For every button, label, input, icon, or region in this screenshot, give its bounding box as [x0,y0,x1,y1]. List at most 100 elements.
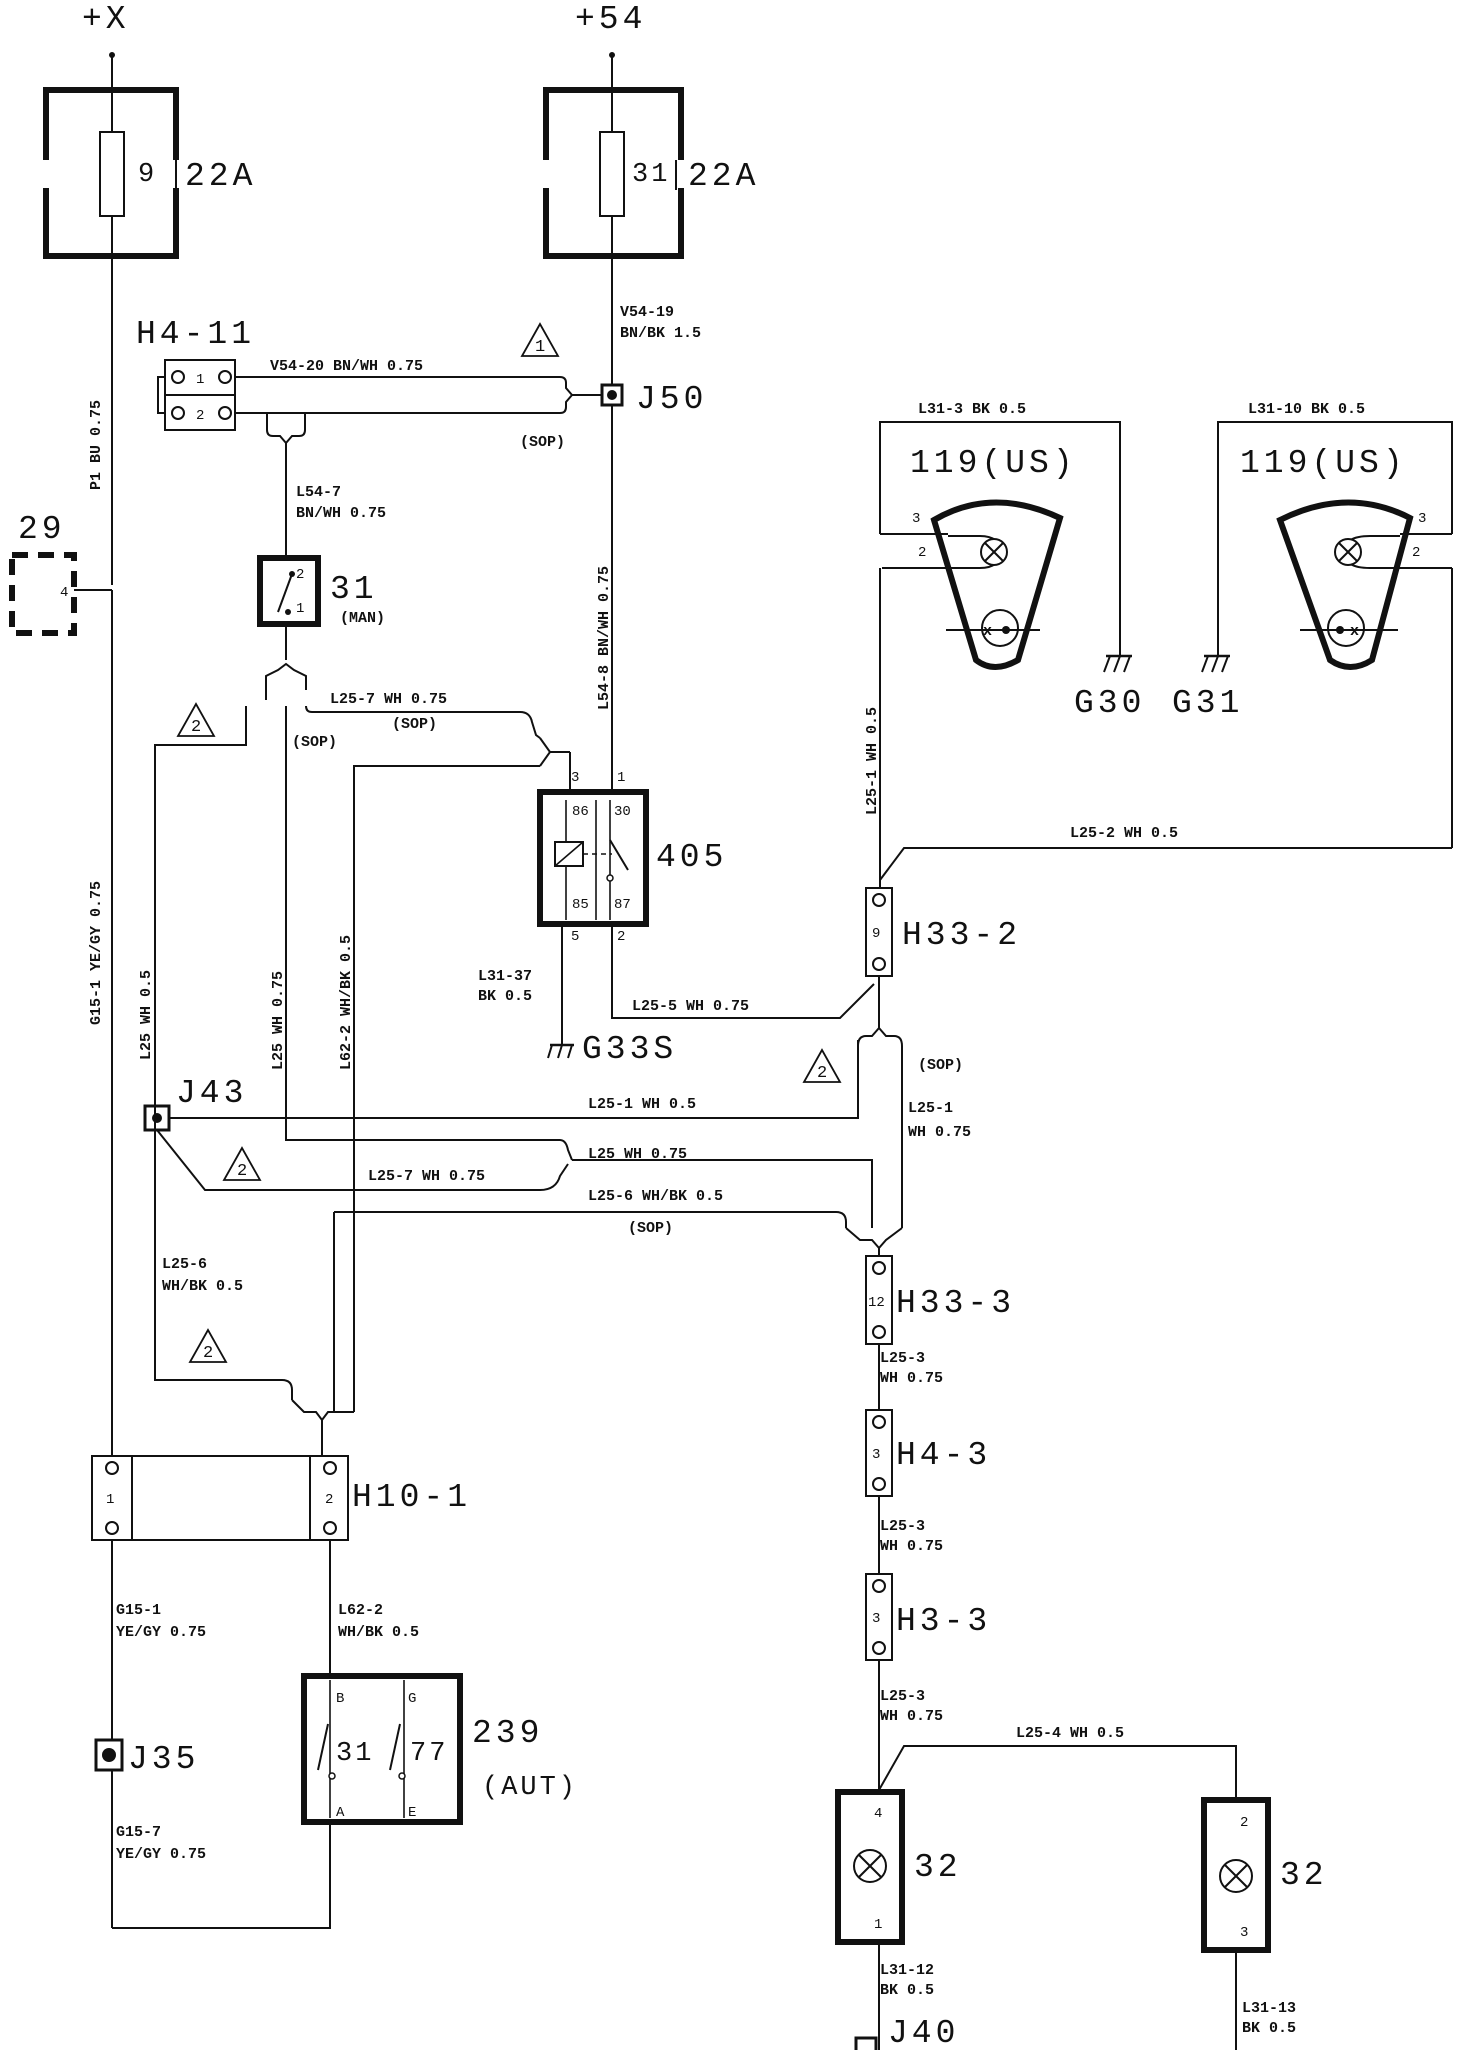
svg-text:3: 3 [872,1447,880,1463]
svg-text:1: 1 [106,1492,114,1508]
lamp-119-left: 119(US) 3 2 x [880,445,1073,670]
lamp-32-left: 4 1 32 [835,1789,962,1945]
svg-text:85: 85 [572,897,589,913]
wire-v54-20: V54-20 BN/WH 0.75 [270,358,423,375]
wire-l25-1-right-a: L25-1 [908,1100,953,1117]
svg-text:31: 31 [336,1739,374,1769]
svg-text:J40: J40 [888,2015,959,2050]
sop-j50: (SOP) [520,434,565,451]
wire-l62-2-a: L62-2 [338,1602,383,1619]
fuse-box-9: 9 22A [40,52,252,585]
note-triangle-2a: 2 [176,702,216,737]
svg-text:9: 9 [872,926,880,942]
switch-239: B G A E 31 77 239 (AUT) [301,1673,578,1825]
svg-text:B: B [336,1691,344,1707]
wire-l62-2-vertical: L62-2 WH/BK 0.5 [338,935,355,1070]
wire-l31-12-a: L31-12 [880,1962,934,1979]
svg-text:1: 1 [617,770,625,786]
wire-l54-7-a: L54-7 [296,484,341,501]
splice-j50: J50 [600,381,707,418]
wire-l25-1-vertical: L25-1 WH 0.5 [864,707,881,815]
wire-l25-4: L25-4 WH 0.5 [1016,1725,1124,1742]
wire-l54-7-b: BN/WH 0.75 [296,505,386,522]
sop-h33-2: (SOP) [918,1057,963,1074]
wire-l25-3-b-1: WH 0.75 [880,1370,943,1387]
svg-text:5: 5 [571,929,579,945]
svg-text:2: 2 [296,567,304,583]
sop-fork-left: (SOP) [292,734,337,751]
wire-l25-7-top: L25-7 WH 0.75 [330,691,447,708]
svg-text:12: 12 [868,1295,885,1311]
wire-l25-3-a-2: L25-3 [880,1518,925,1535]
svg-text:H33-3: H33-3 [896,1285,1015,1322]
wire-l31-12-b: BK 0.5 [880,1982,934,1999]
wire-l25-5: L25-5 WH 0.75 [632,998,749,1015]
wire-l25-1-horizontal: L25-1 WH 0.5 [588,1096,696,1113]
wire-l25-6-b: WH/BK 0.5 [162,1278,243,1295]
lamp-32-right: 2 3 32 [1201,1797,1328,1953]
svg-text:2: 2 [237,1162,247,1181]
svg-text:2: 2 [1412,545,1420,561]
wire-g15-1-b: YE/GY 0.75 [116,1624,206,1641]
svg-text:29: 29 [18,511,66,548]
svg-text:405: 405 [656,839,727,876]
wire-g15-7-a: G15-7 [116,1824,161,1841]
wire-l54-8: L54-8 BN/WH 0.75 [596,566,613,710]
connector-h33-3: 12 H33-3 [865,1255,1015,1345]
wire-l62-2-b: WH/BK 0.5 [338,1624,419,1641]
svg-text:(AUT): (AUT) [482,1773,578,1803]
wire-l25-left: L25 WH 0.5 [138,970,155,1060]
wire-l25-3-b-2: WH 0.75 [880,1538,943,1555]
svg-text:J50: J50 [636,381,707,418]
note-triangle-2b: 2 [802,1048,842,1083]
wire-g15-1-vertical: G15-1 YE/GY 0.75 [88,881,105,1025]
fuse9-number: 9 [138,160,157,190]
wire-l31-13-b: BK 0.5 [1242,2020,1296,2037]
wire-l25-6-horizontal: L25-6 WH/BK 0.5 [588,1188,723,1205]
svg-text:H4-3: H4-3 [896,1437,991,1474]
fuse-box-31: 31 22A [540,52,755,390]
switch-31: 2 1 31 (MAN) [257,555,385,627]
wire-l25-mid: L25 WH 0.75 [270,971,287,1070]
svg-text:1: 1 [196,372,204,388]
svg-text:x: x [983,623,992,640]
wire-l25-horizontal: L25 WH 0.75 [588,1146,687,1163]
wire-p1: P1 BU 0.75 [88,400,105,490]
svg-text:G33S: G33S [582,1031,677,1068]
svg-text:3: 3 [912,511,920,527]
connector-h3-3: 3 H3-3 [865,1573,987,1661]
svg-text:J35: J35 [128,1741,199,1778]
wire-l25-1-right-b: WH 0.75 [908,1124,971,1141]
connector-29: 29 4 [9,511,112,636]
svg-text:E: E [408,1805,416,1821]
svg-text:1: 1 [535,338,545,357]
note-triangle-2d: 2 [188,1328,228,1363]
svg-text:239: 239 [472,1715,543,1752]
splice-j40: J40 [854,2015,959,2050]
svg-text:3: 3 [872,1611,880,1627]
svg-text:1: 1 [296,601,304,617]
svg-text:2: 2 [203,1344,213,1363]
svg-text:2: 2 [817,1064,827,1083]
sop-l25-6: (SOP) [628,1220,673,1237]
svg-text:87: 87 [614,897,631,913]
svg-text:2: 2 [325,1492,333,1508]
svg-text:3: 3 [1240,1925,1248,1941]
relay-405: 3 1 86 30 85 87 405 5 2 [537,770,727,945]
wire-g15-1-a: G15-1 [116,1602,161,1619]
svg-text:3: 3 [571,770,579,786]
wire-l31-13-a: L31-13 [1242,2000,1296,2017]
svg-text:32: 32 [914,1849,962,1886]
svg-text:32: 32 [1280,1857,1328,1894]
svg-text:30: 30 [614,804,631,820]
svg-text:2: 2 [196,408,204,424]
wire-l31-37-b: BK 0.5 [478,988,532,1005]
svg-text:2: 2 [191,718,201,737]
svg-text:A: A [336,1805,345,1821]
connector-h33-2: 9 H33-2 [865,887,1017,977]
svg-text:2: 2 [918,545,926,561]
h4-11-label: H4-11 [136,316,255,353]
sop-l25-7: (SOP) [392,716,437,733]
wire-l31-37-a: L31-37 [478,968,532,985]
svg-text:G30: G30 [1074,685,1145,722]
